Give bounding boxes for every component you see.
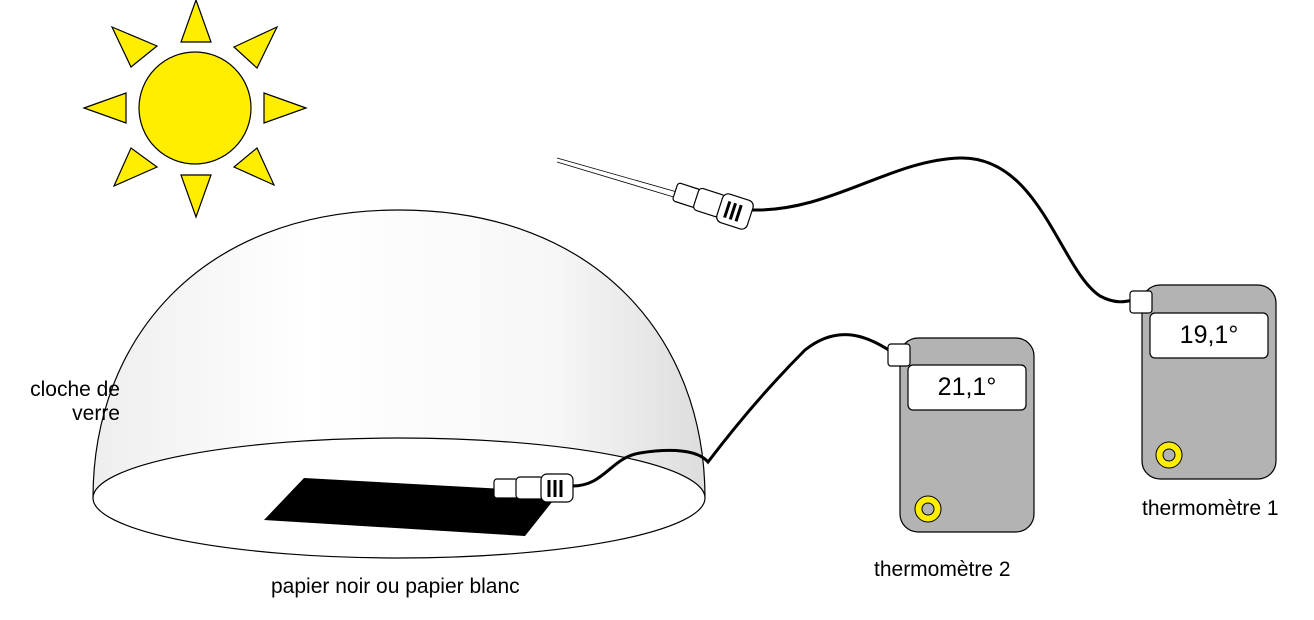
thermometer-2-label: thermomètre 2 xyxy=(874,558,1011,581)
thermometer-2-reading: 21,1° xyxy=(937,373,997,401)
temperature-probe-2 xyxy=(372,473,574,503)
thermometer-1 xyxy=(1129,284,1277,480)
sun-icon xyxy=(82,0,308,219)
probe-2-cable xyxy=(571,333,893,488)
thermometer-1-reading: 19,1° xyxy=(1179,321,1239,349)
paper-sheet xyxy=(264,478,560,536)
glass-dome xyxy=(92,209,706,559)
dome-label-line-2: verre xyxy=(72,402,120,426)
paper-label: papier noir ou papier blanc xyxy=(271,575,520,598)
dome-label: cloche de verre xyxy=(14,378,120,426)
thermometer-2 xyxy=(887,337,1035,533)
temperature-probe-1 xyxy=(556,157,754,230)
thermometer-1-label: thermomètre 1 xyxy=(1142,497,1279,520)
dome-label-line-1: cloche de xyxy=(30,378,120,401)
probe-1-cable xyxy=(751,156,1134,304)
